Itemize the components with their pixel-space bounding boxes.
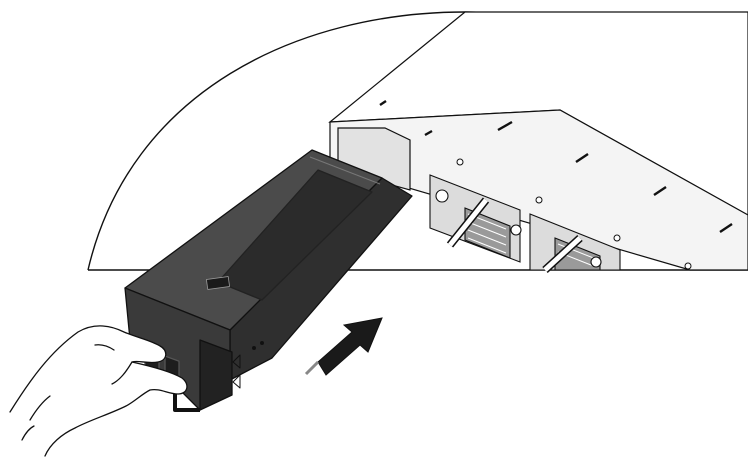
thumbscrew-icon (435, 189, 449, 203)
screw-icon (613, 234, 621, 242)
screw-icon (535, 196, 543, 204)
installed-power-module (429, 174, 522, 263)
insertion-direction-arrow (304, 317, 383, 376)
screw-icon (456, 158, 464, 166)
power-supply-module (123, 149, 413, 412)
arrow-icon (317, 317, 383, 376)
module-label-panel (217, 169, 373, 301)
thumbscrew-icon (590, 256, 602, 268)
module-latch (199, 339, 233, 411)
hand-gripping-handle (9, 325, 188, 457)
chassis-screws (456, 158, 692, 270)
installed-power-module (529, 213, 621, 273)
chassis-vent-slots (379, 100, 733, 233)
thumbscrew-icon (510, 224, 522, 236)
module-side-markings (232, 341, 264, 389)
hand-outline (9, 325, 188, 457)
module-connector (206, 276, 230, 290)
screw-icon (684, 262, 692, 270)
